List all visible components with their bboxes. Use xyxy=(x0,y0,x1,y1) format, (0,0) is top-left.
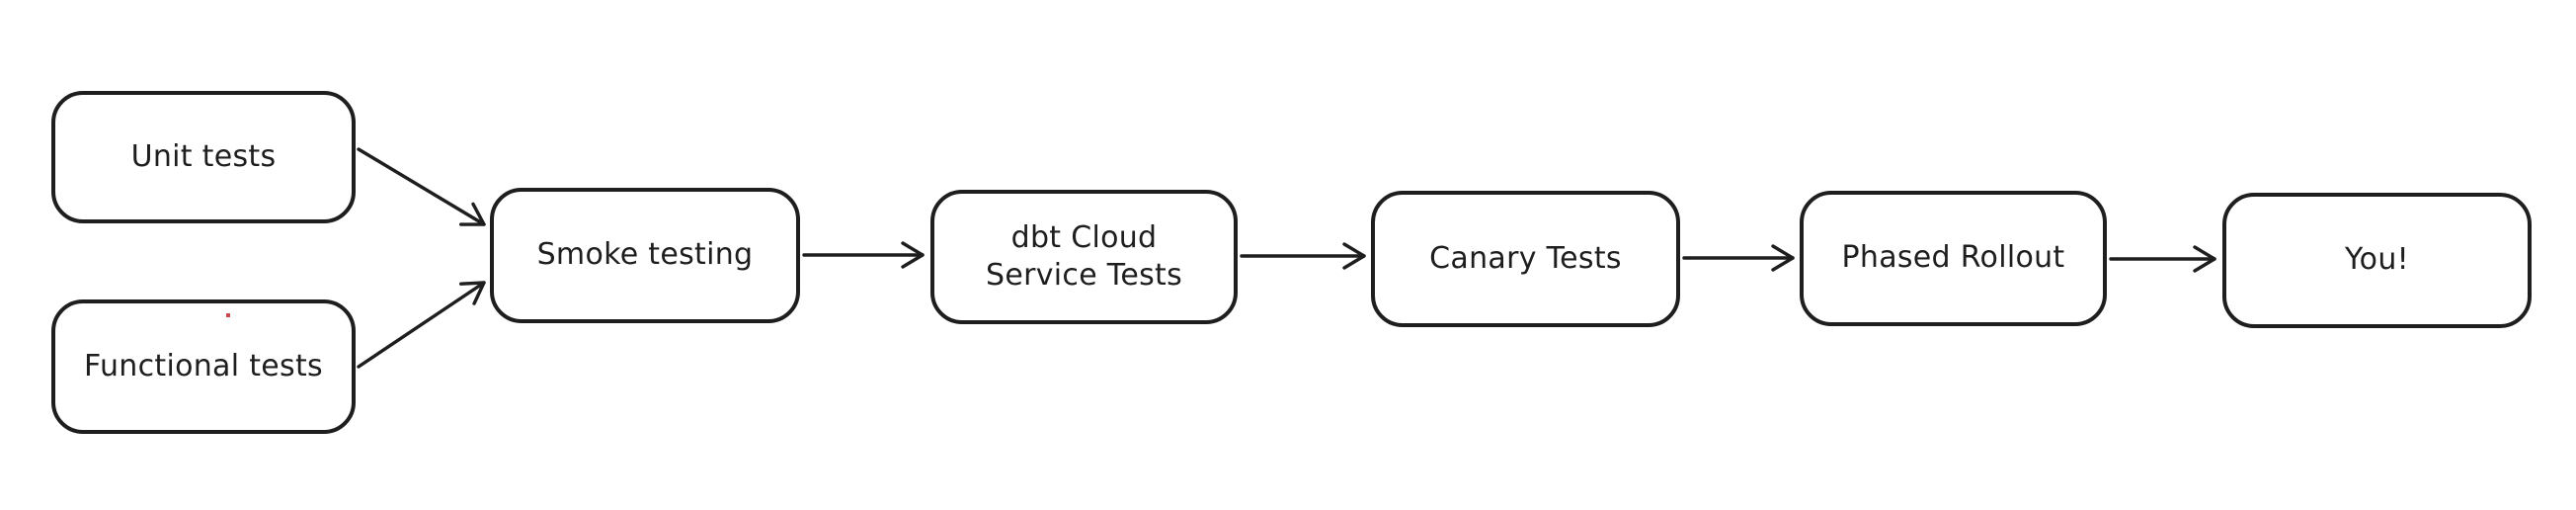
node-functional-tests: Functional tests xyxy=(51,299,356,434)
node-label-phased-rollout: Phased Rollout xyxy=(1841,240,2065,276)
node-label-functional-tests: Functional tests xyxy=(84,348,323,383)
node-smoke-testing: Smoke testing xyxy=(490,188,800,323)
node-label-unit-tests: Unit tests xyxy=(130,138,277,174)
node-unit-tests: Unit tests xyxy=(51,91,356,223)
node-label-you: You! xyxy=(2345,242,2409,278)
node-label-canary-tests: Canary Tests xyxy=(1429,240,1622,276)
node-label-smoke-testing: Smoke testing xyxy=(536,237,754,273)
node-phased-rollout: Phased Rollout xyxy=(1800,191,2107,326)
edge-functional-tests-to-smoke-testing xyxy=(357,281,486,369)
node-dbt-cloud-service-tests: dbt Cloud Service Tests xyxy=(930,190,1238,324)
node-canary-tests: Canary Tests xyxy=(1371,191,1680,327)
edge-unit-tests-to-smoke-testing xyxy=(357,147,486,226)
node-label-dbt-cloud-service-tests: dbt Cloud Service Tests xyxy=(985,219,1183,293)
stray-red-dot xyxy=(226,313,230,317)
node-you: You! xyxy=(2222,193,2532,328)
